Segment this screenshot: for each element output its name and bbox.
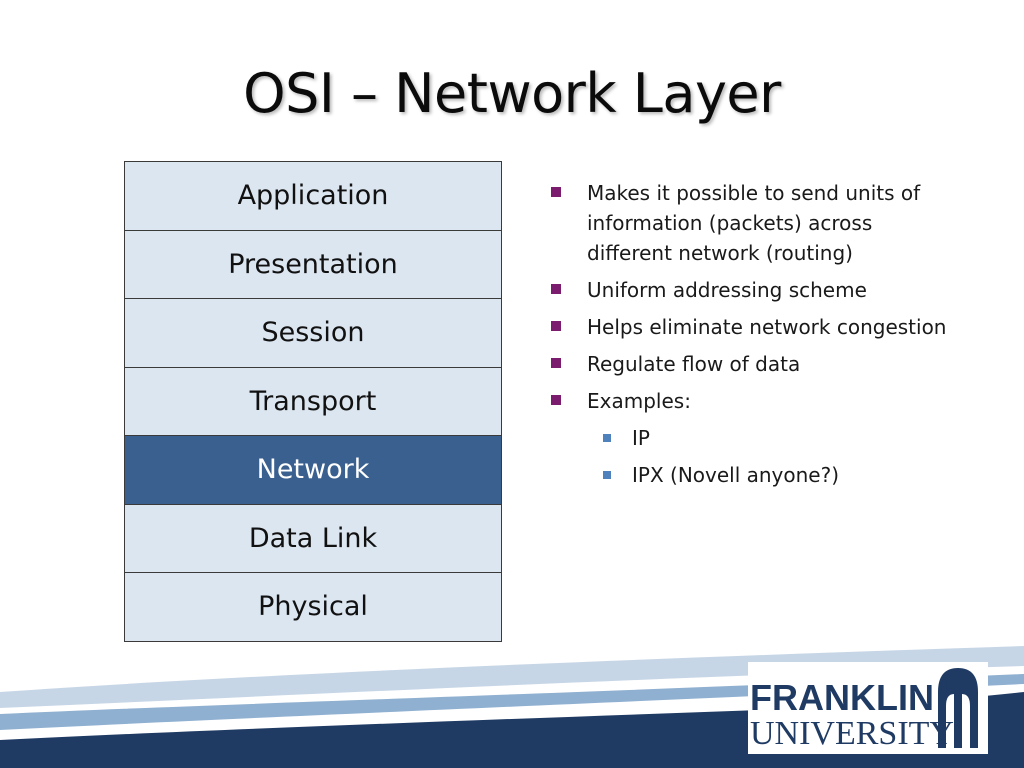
bullet-text: Regulate flow of data (587, 352, 801, 376)
bullet-list: Makes it possible to send units of infor… (548, 178, 948, 497)
bullet-text: Uniform addressing scheme (587, 278, 867, 302)
slide-title: OSI – Network Layer (243, 62, 781, 125)
franklin-university-logo: FRANKLIN UNIVERSITY (748, 662, 988, 754)
flame-icon (941, 678, 947, 694)
layer-session: Session (125, 299, 501, 368)
layer-transport: Transport (125, 367, 501, 436)
osi-layer-stack: Application Presentation Session Transpo… (124, 161, 502, 642)
square-bullet-icon (551, 358, 561, 368)
bullet-text: IP (632, 426, 650, 450)
square-bullet-icon (603, 471, 611, 479)
layer-physical: Physical (125, 573, 501, 642)
sub-bullet-item: IPX (Novell anyone?) (548, 460, 948, 490)
bullet-item: Examples: (548, 386, 948, 416)
square-bullet-icon (551, 187, 561, 197)
layer-presentation: Presentation (125, 230, 501, 299)
bullet-item: Uniform addressing scheme (548, 275, 948, 305)
sub-bullet-item: IP (548, 423, 948, 453)
bullet-item: Makes it possible to send units of infor… (548, 178, 948, 268)
square-bullet-icon (551, 284, 561, 294)
square-bullet-icon (551, 395, 561, 405)
tower-icon (938, 668, 978, 748)
bullet-text: Makes it possible to send units of infor… (587, 181, 921, 265)
bullet-text: Helps eliminate network congestion (587, 315, 947, 339)
bullet-text: Examples: (587, 389, 691, 413)
square-bullet-icon (551, 321, 561, 331)
svg-text:UNIVERSITY: UNIVERSITY (750, 715, 954, 752)
bullet-item: Regulate flow of data (548, 349, 948, 379)
layer-network: Network (125, 436, 501, 505)
layer-application: Application (125, 162, 501, 231)
bullet-item: Helps eliminate network congestion (548, 312, 948, 342)
svg-text:FRANKLIN: FRANKLIN (750, 677, 934, 718)
bullet-text: IPX (Novell anyone?) (632, 463, 840, 487)
square-bullet-icon (603, 434, 611, 442)
layer-data-link: Data Link (125, 504, 501, 573)
